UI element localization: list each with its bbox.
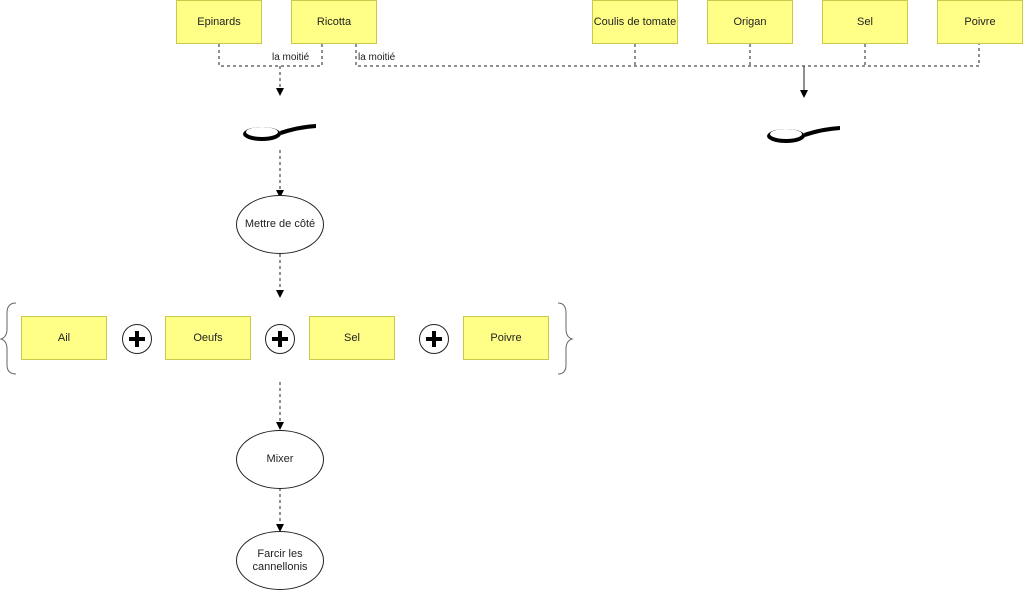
edge-label-half: la moitié	[357, 52, 397, 63]
plus-icon	[265, 324, 295, 354]
edge-label-half: la moitié	[271, 52, 311, 63]
right-brace	[557, 302, 574, 375]
ingredient-box-ricotta: Ricotta	[291, 0, 377, 44]
step-set-aside: Mettre de côté	[236, 195, 324, 254]
ingredient-box-pepper: Poivre	[463, 316, 549, 360]
plus-icon	[419, 324, 449, 354]
ingredient-box-tomato-sauce: Coulis de tomate	[592, 0, 678, 44]
step-mix: Mixer	[236, 430, 324, 489]
plus-icon	[122, 324, 152, 354]
connector-spinach-ricotta	[218, 44, 323, 96]
connector-sauce	[355, 44, 980, 98]
ingredient-box-pepper: Poivre	[937, 0, 1023, 44]
ingredient-box-oregano: Origan	[707, 0, 793, 44]
left-brace	[0, 302, 17, 375]
ingredient-box-salt: Sel	[822, 0, 908, 44]
step-stuff-cannelloni: Farcir les cannellonis	[236, 531, 324, 590]
frying-pan-icon	[767, 126, 840, 143]
ingredient-box-spinach: Epinards	[176, 0, 262, 44]
ingredient-box-eggs: Oeufs	[165, 316, 251, 360]
frying-pan-icon	[243, 124, 316, 141]
ingredient-box-garlic: Ail	[21, 316, 107, 360]
ingredient-box-salt: Sel	[309, 316, 395, 360]
